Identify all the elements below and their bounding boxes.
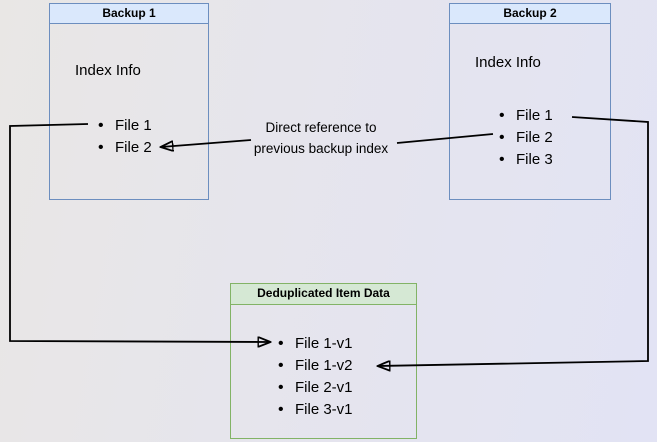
annotation-line-1: Direct reference to <box>265 120 377 135</box>
list-item: File 2-v1 <box>278 377 353 399</box>
backup1-index-info-label: Index Info <box>75 62 141 79</box>
backup2-title: Backup 2 <box>450 4 610 24</box>
list-item: File 1-v1 <box>278 333 353 355</box>
dedup-title: Deduplicated Item Data <box>231 284 416 305</box>
backup1-box: Backup 1 <box>49 3 209 200</box>
list-item: File 1 <box>499 105 553 127</box>
backup1-file-list: File 1 File 2 <box>98 115 152 159</box>
backup2-file-list: File 1 File 2 File 3 <box>499 105 553 171</box>
list-item: File 3-v1 <box>278 399 353 421</box>
list-item: File 2 <box>499 127 553 149</box>
list-item: File 2 <box>98 137 152 159</box>
backup2-index-info-label: Index Info <box>475 54 541 71</box>
backup1-title: Backup 1 <box>50 4 208 24</box>
dedup-file-list: File 1-v1 File 1-v2 File 2-v1 File 3-v1 <box>278 333 353 421</box>
list-item: File 1 <box>98 115 152 137</box>
list-item: File 3 <box>499 149 553 171</box>
direct-reference-annotation: Direct reference to previous backup inde… <box>221 117 421 159</box>
list-item: File 1-v2 <box>278 355 353 377</box>
annotation-line-2: previous backup index <box>253 141 389 156</box>
